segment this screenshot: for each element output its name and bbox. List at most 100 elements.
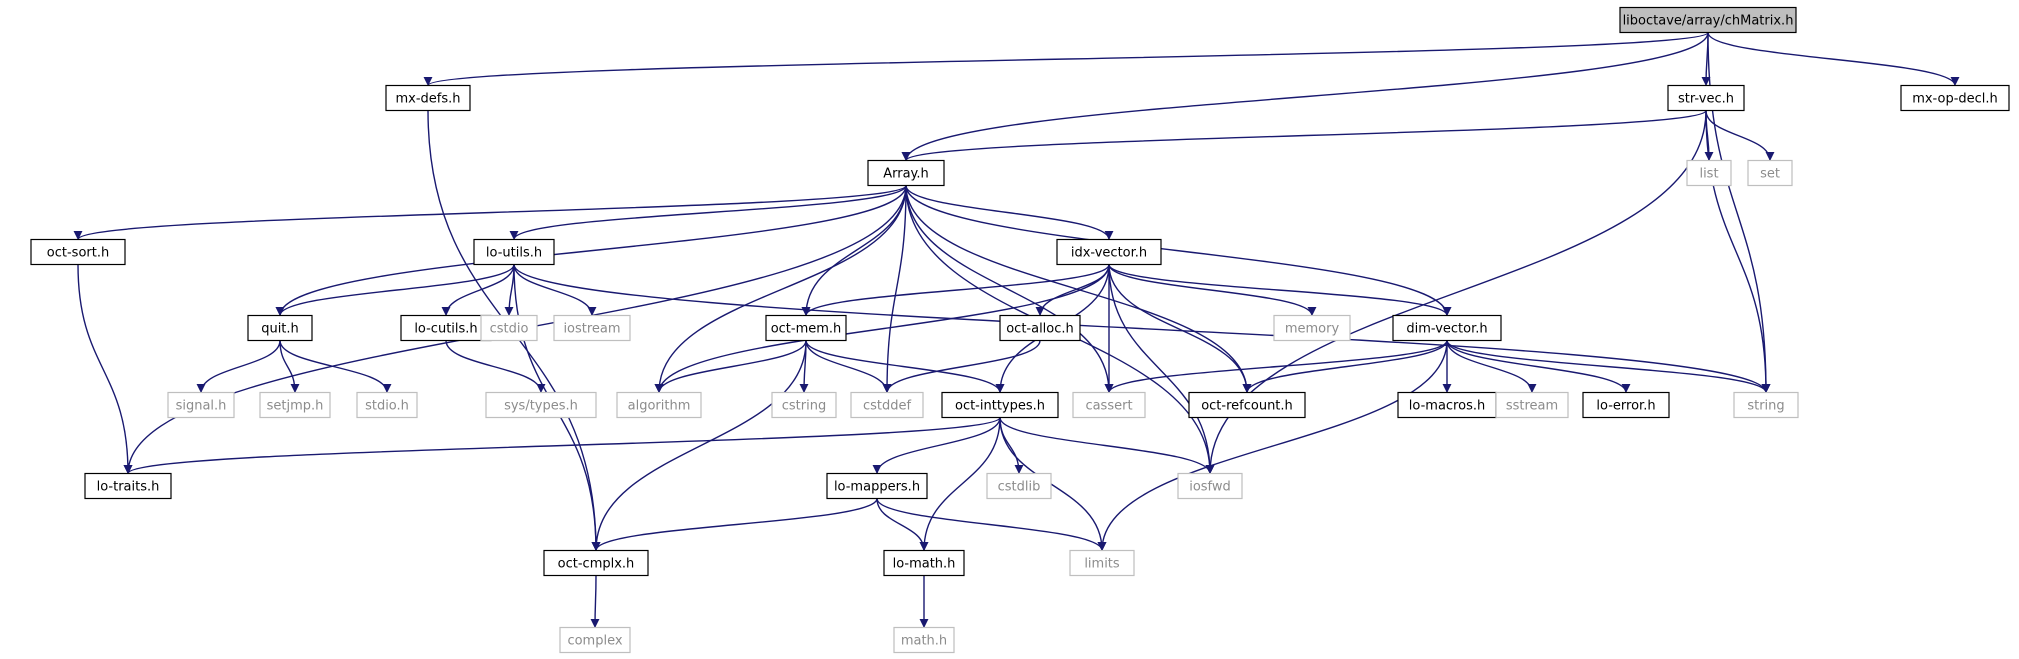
edge-locutils-to-systypes xyxy=(445,340,546,393)
node-octalloc[interactable]: oct-alloc.h xyxy=(999,314,1081,342)
node-label-quit: quit.h xyxy=(261,322,299,337)
node-box-array xyxy=(867,159,945,187)
edge-quit-to-setjmp xyxy=(279,340,300,393)
node-box-setjmp xyxy=(259,391,331,419)
node-octcmplx[interactable]: oct-cmplx.h xyxy=(543,549,649,577)
node-box-octmem xyxy=(765,314,847,342)
edge-dimvector-to-cassert xyxy=(1104,340,1448,393)
node-label-cstdlib: cstdlib xyxy=(998,480,1041,495)
node-label-memory: memory xyxy=(1285,322,1340,337)
node-label-array: Array.h xyxy=(883,167,929,182)
node-stdio: stdio.h xyxy=(356,391,418,419)
node-loerror[interactable]: lo-error.h xyxy=(1582,391,1670,419)
edge-loutils-to-locutils xyxy=(441,264,515,316)
node-octinttypes[interactable]: oct-inttypes.h xyxy=(941,391,1059,419)
edge-array-to-octsort xyxy=(73,184,907,241)
node-label-loutils: lo-utils.h xyxy=(486,246,542,261)
node-box-octinttypes xyxy=(941,391,1059,419)
node-quit[interactable]: quit.h xyxy=(247,314,313,342)
node-label-algorithm: algorithm xyxy=(628,399,691,414)
edge-octinttypes-to-cstdlib xyxy=(999,417,1024,474)
node-box-octsort xyxy=(30,238,126,266)
node-box-octrefcount xyxy=(1188,391,1306,419)
node-mxopdecl[interactable]: mx-op-decl.h xyxy=(1900,84,2010,112)
node-mxdefs[interactable]: mx-defs.h xyxy=(385,84,471,112)
node-label-lomacros: lo-macros.h xyxy=(1409,399,1485,414)
node-label-cstdio: cstdio xyxy=(490,322,529,337)
node-loutils[interactable]: lo-utils.h xyxy=(473,238,555,266)
edge-loutils-to-string xyxy=(513,264,1771,393)
edge-idxvector-to-algorithm xyxy=(654,264,1110,393)
edge-chMatrix-to-array xyxy=(901,32,1709,161)
node-label-string: string xyxy=(1747,399,1784,414)
node-array[interactable]: Array.h xyxy=(867,159,945,187)
node-label-stdio: stdio.h xyxy=(365,399,409,414)
edge-octsort-to-lotraits xyxy=(77,264,133,474)
node-label-mxdefs: mx-defs.h xyxy=(395,92,460,107)
edge-array-to-idxvector xyxy=(905,185,1114,240)
node-label-loerror: lo-error.h xyxy=(1596,399,1655,414)
edge-quit-to-signal xyxy=(196,340,281,393)
edge-array-to-octmem xyxy=(801,185,907,316)
node-box-systypes xyxy=(485,391,597,419)
edge-array-to-quit xyxy=(275,185,907,316)
node-label-dimvector: dim-vector.h xyxy=(1406,322,1487,337)
node-signal: signal.h xyxy=(167,391,235,419)
edge-strvec-to-string xyxy=(1705,110,1771,393)
node-label-mxopdecl: mx-op-decl.h xyxy=(1912,92,1998,107)
node-label-idxvector: idx-vector.h xyxy=(1071,246,1147,261)
node-box-signal xyxy=(167,391,235,419)
edge-strvec-to-array xyxy=(901,109,1707,162)
node-label-limits: limits xyxy=(1084,557,1120,572)
node-box-cstdlib xyxy=(986,472,1052,500)
node-idxvector[interactable]: idx-vector.h xyxy=(1056,238,1162,266)
node-box-iosfwd xyxy=(1177,472,1243,500)
node-box-complex xyxy=(559,626,631,654)
node-box-limits xyxy=(1069,549,1135,577)
node-box-chMatrix xyxy=(1619,6,1797,34)
node-lomath[interactable]: lo-math.h xyxy=(883,549,965,577)
node-box-strvec xyxy=(1667,84,1745,112)
node-memory: memory xyxy=(1273,314,1351,342)
node-box-cstring xyxy=(771,391,837,419)
edge-loutils-to-iostream xyxy=(513,264,597,316)
node-string: string xyxy=(1733,391,1799,419)
edge-dimvector-to-loerror xyxy=(1446,340,1631,393)
edge-lomappers-to-limits xyxy=(876,498,1107,551)
edge-octcmplx-to-complex xyxy=(590,575,600,628)
node-box-lotraits xyxy=(84,472,172,500)
node-label-complex: complex xyxy=(567,634,622,649)
node-octsort[interactable]: oct-sort.h xyxy=(30,238,126,266)
node-box-cstdio xyxy=(480,314,538,342)
node-sstream: sstream xyxy=(1495,391,1569,419)
node-label-cassert: cassert xyxy=(1085,399,1132,414)
node-label-chMatrix: liboctave/array/chMatrix.h xyxy=(1623,14,1794,29)
node-list: list xyxy=(1686,159,1732,187)
node-box-lomath xyxy=(883,549,965,577)
edge-lomappers-to-lomath xyxy=(876,498,929,551)
node-label-lomath: lo-math.h xyxy=(893,557,956,572)
node-box-algorithm xyxy=(616,391,702,419)
edge-octmem-to-octcmplx xyxy=(591,340,807,551)
edge-octmem-to-algorithm xyxy=(654,340,807,393)
node-lotraits[interactable]: lo-traits.h xyxy=(84,472,172,500)
nodes: liboctave/array/chMatrix.h mx-defs.h str-v… xyxy=(30,6,2010,654)
node-octmem[interactable]: oct-mem.h xyxy=(765,314,847,342)
edge-chMatrix-to-mxopdecl xyxy=(1707,32,1960,86)
node-chMatrix[interactable]: liboctave/array/chMatrix.h xyxy=(1619,6,1797,34)
node-setjmp: setjmp.h xyxy=(259,391,331,419)
node-lomacros[interactable]: lo-macros.h xyxy=(1397,391,1497,419)
node-box-loerror xyxy=(1582,391,1670,419)
edge-octmem-to-cstddef xyxy=(805,340,892,393)
edge-octmem-to-octinttypes xyxy=(805,340,1005,393)
node-cstdio: cstdio xyxy=(480,314,538,342)
node-octrefcount[interactable]: oct-refcount.h xyxy=(1188,391,1306,419)
node-box-stdio xyxy=(356,391,418,419)
node-lomappers[interactable]: lo-mappers.h xyxy=(826,472,928,500)
edge-idxvector-to-octrefcount xyxy=(1108,264,1252,393)
node-dimvector[interactable]: dim-vector.h xyxy=(1392,314,1502,342)
node-locutils[interactable]: lo-cutils.h xyxy=(400,314,492,342)
node-strvec[interactable]: str-vec.h xyxy=(1667,84,1745,112)
node-label-math: math.h xyxy=(901,634,947,649)
